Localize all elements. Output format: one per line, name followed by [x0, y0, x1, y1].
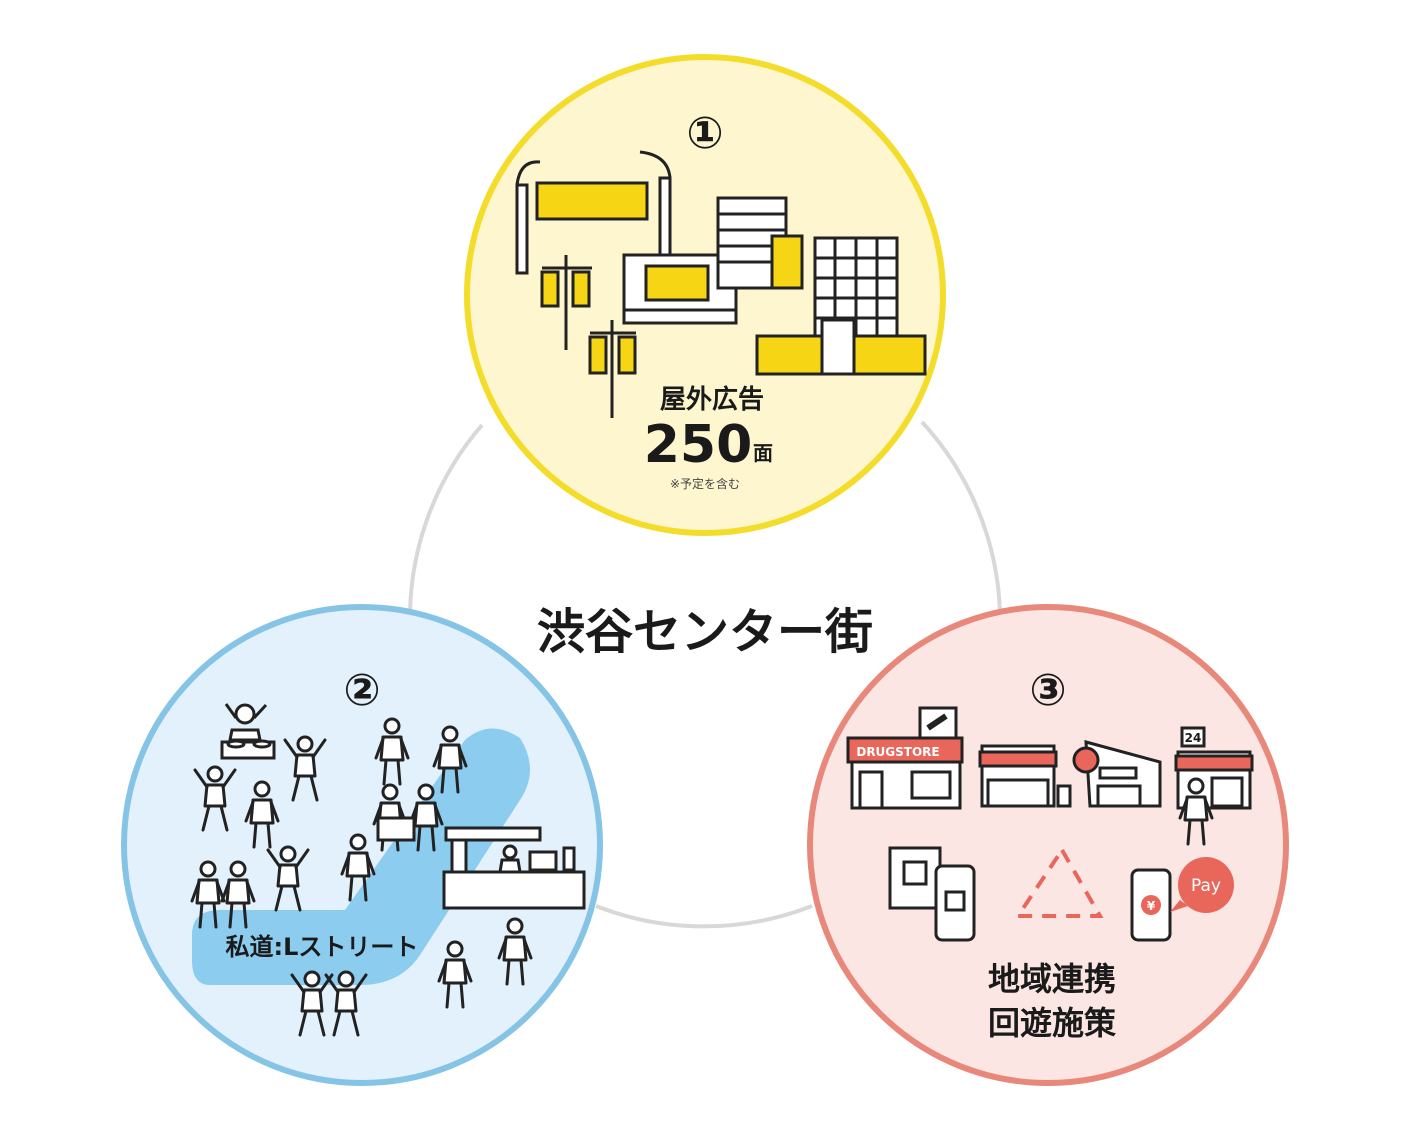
circle-outdoor-ads: ①	[464, 54, 946, 536]
office-building-icon	[716, 196, 804, 290]
dj-booth-icon	[220, 703, 276, 760]
cafe-icon	[1072, 740, 1162, 808]
banner-pole-icon	[540, 255, 637, 418]
circle-2-number: ②	[343, 665, 380, 716]
outdoor-ads-unit: 面	[753, 441, 773, 465]
l-street-path	[192, 728, 530, 985]
circle-3-number: ③	[1029, 665, 1066, 716]
circle-private-street: ② 私道:Lストリート	[121, 604, 603, 1086]
outdoor-ads-count: 250	[644, 415, 753, 475]
outdoor-ads-note: ※予定を含む	[670, 476, 740, 491]
qr-code-poster-icon	[888, 846, 976, 942]
counter-icon	[376, 816, 416, 842]
drugstore-sign: DRUGSTORE	[856, 745, 939, 759]
outdoor-ads-label: 屋外広告	[660, 384, 764, 415]
connector-bottom	[595, 904, 813, 929]
regional-label-line1: 地域連携	[988, 960, 1116, 998]
tower-building-icon	[755, 236, 927, 376]
store-24-sign: 24	[1185, 731, 1202, 745]
circle-regional-collaboration: ③ DRUGSTORE 24	[807, 604, 1289, 1086]
pay-label: Pay	[1191, 876, 1221, 896]
regional-label-line2: 回遊施策	[988, 1004, 1116, 1042]
center-title: 渋谷センター街	[537, 604, 873, 660]
shop-icon	[978, 744, 1072, 808]
smartphone-pay-icon	[1130, 857, 1234, 942]
connector-lines	[408, 420, 1002, 929]
connector-left	[408, 423, 484, 613]
l-street-label: 私道:Lストリート	[226, 933, 419, 961]
bar-stall-icon	[442, 826, 586, 910]
connector-right	[920, 420, 1002, 613]
triangle-loop-icon	[1014, 846, 1104, 918]
circle-1-number: ①	[686, 108, 723, 159]
drugstore-icon	[846, 706, 964, 810]
circle-2-border	[121, 604, 603, 1086]
arch-gate-icon	[515, 150, 672, 275]
yen-symbol: ¥	[1147, 899, 1156, 913]
billboard-building-icon	[622, 253, 738, 325]
